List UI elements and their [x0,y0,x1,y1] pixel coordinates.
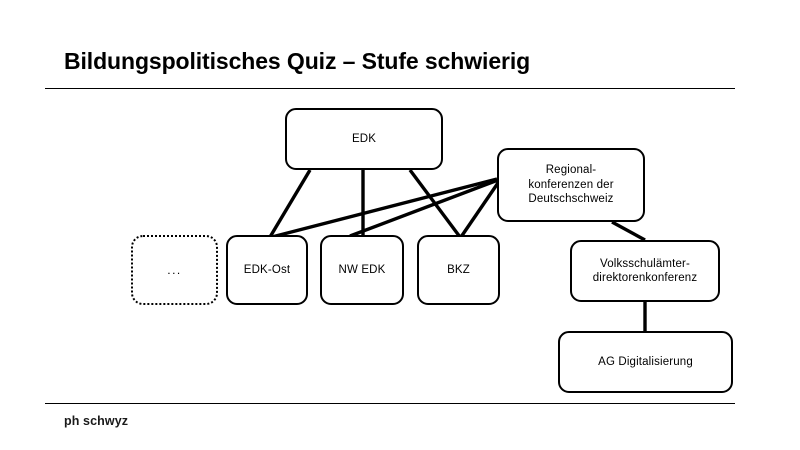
node-ag-digi[interactable]: AG Digitalisierung [558,331,733,393]
connector-edk-to-bkz [408,168,462,239]
footer-divider [45,403,735,404]
node-label-volksschul: Volksschulämter- direktorenkonferenz [592,257,698,285]
node-label-bkz: BKZ [447,263,470,276]
node-label-nw-edk: NW EDK [338,263,386,276]
connector-regional-to-bkz [459,179,502,238]
node-label-ag-digi: AG Digitalisierung [598,355,693,368]
connector-regional-to-nw-edk [349,178,499,238]
node-label-regional: Regional- konferenzen der Deutschschweiz [528,164,614,206]
node-label-edk-ost: EDK-Ost [243,263,291,276]
connector-edk-to-edk-ost [268,169,312,238]
node-edk[interactable]: EDK [285,108,443,170]
node-bkz[interactable]: BKZ [417,235,500,305]
connector-regional-to-edk-ost [267,177,498,240]
node-edk-ost[interactable]: EDK-Ost [226,235,308,305]
node-label-edk: EDK [351,132,377,145]
footer-label: ph schwyz [64,414,129,428]
node-volksschul[interactable]: Volksschulämter- direktorenkonferenz [570,240,720,302]
page-title: Bildungspolitisches Quiz – Stufe schwier… [64,48,531,74]
connector-regional-to-volksschul [611,220,646,242]
title-divider [45,88,735,89]
node-nw-edk[interactable]: NW EDK [320,235,404,305]
node-ellipsis[interactable]: ... [131,235,218,305]
node-label-ellipsis: ... [167,262,182,277]
node-regional[interactable]: Regional- konferenzen der Deutschschweiz [497,148,645,222]
